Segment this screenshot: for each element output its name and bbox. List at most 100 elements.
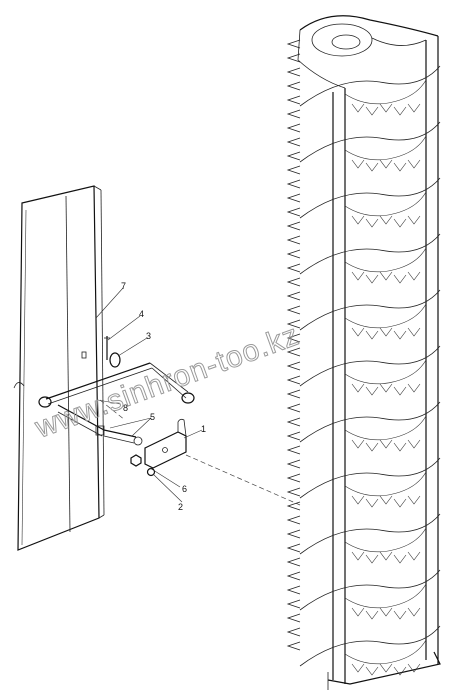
auger-turns: [299, 65, 441, 676]
side-panel: [13, 185, 105, 551]
flight-tooth: [407, 327, 421, 337]
flight-tooth: [379, 271, 393, 281]
flight-tooth: [351, 551, 365, 561]
edge-tooth: [286, 305, 301, 315]
flight-tooth: [379, 215, 393, 225]
edge-tooth: [286, 249, 301, 259]
flight-tooth: [351, 327, 365, 337]
edge-tooth: [286, 389, 301, 399]
edge-tooth: [286, 277, 301, 287]
flight-tooth: [351, 271, 365, 281]
flight-tooth: [407, 439, 421, 449]
edge-tooth: [286, 137, 301, 147]
flight-tooth: [365, 218, 379, 228]
auger-flight-inner: [344, 135, 427, 161]
edge-tooth: [286, 53, 301, 63]
edge-tooth: [286, 291, 301, 301]
flight-tooth: [351, 215, 365, 225]
flight-tooth: [393, 330, 407, 340]
auger-flight: [299, 625, 441, 667]
auger-flight-inner: [344, 639, 427, 665]
edge-tooth: [286, 347, 301, 357]
edge-tooth: [286, 39, 301, 49]
flight-tooth: [365, 666, 379, 676]
auger-flight-inner: [344, 247, 427, 273]
flight-tooth: [365, 554, 379, 564]
flight-tooth: [393, 498, 407, 508]
edge-tooth: [286, 179, 301, 189]
flight-tooth: [351, 439, 365, 449]
flight-tooth: [365, 386, 379, 396]
edge-tooth: [286, 123, 301, 133]
auger-flight: [299, 569, 441, 611]
flight-tooth: [351, 663, 365, 673]
edge-tooth: [286, 473, 301, 483]
flight-tooth: [407, 103, 421, 113]
flight-tooth: [365, 330, 379, 340]
callout-1: 1: [201, 424, 206, 434]
edge-tooth: [286, 627, 301, 637]
edge-tooth: [286, 263, 301, 273]
edge-tooth: [286, 95, 301, 105]
flight-tooth: [379, 607, 393, 617]
flight-tooth: [393, 386, 407, 396]
edge-tooth: [286, 459, 301, 469]
flight-tooth: [379, 103, 393, 113]
edge-tooth: [286, 81, 301, 91]
auger-flight: [299, 401, 441, 443]
edge-tooth: [286, 193, 301, 203]
edge-tooth: [286, 641, 301, 651]
edge-tooth: [286, 599, 301, 609]
edge-tooth: [286, 487, 301, 497]
edge-tooth: [286, 403, 301, 413]
auger-flight: [299, 233, 441, 275]
edge-tooth: [286, 235, 301, 245]
edge-tooth: [286, 515, 301, 525]
edge-tooth: [286, 585, 301, 595]
callout-6: 6: [182, 484, 187, 494]
callout-4: 4: [139, 309, 144, 319]
flight-tooth: [379, 327, 393, 337]
flight-tooth: [379, 663, 393, 673]
flight-tooth: [393, 610, 407, 620]
flight-tooth: [393, 554, 407, 564]
leader-lines: [95, 287, 203, 503]
flight-tooth: [379, 383, 393, 393]
edge-tooth: [286, 557, 301, 567]
edge-tooth: [286, 501, 301, 511]
edge-tooth: [286, 543, 301, 553]
flight-tooth: [393, 666, 407, 676]
auger-flight: [299, 289, 441, 331]
auger-flight: [299, 345, 441, 387]
edge-tooth: [286, 529, 301, 539]
flight-tooth: [379, 495, 393, 505]
flight-tooth: [393, 218, 407, 228]
flight-tooth: [407, 663, 421, 673]
edge-tooth: [286, 361, 301, 371]
auger-flight: [299, 457, 441, 499]
callout-labels: 7 4 3 8 5 1 6 2: [121, 281, 206, 512]
watermark-text: www.sinhron-too.kz: [30, 318, 304, 444]
flight-tooth: [351, 495, 365, 505]
callout-2: 2: [178, 502, 183, 512]
flight-tooth: [379, 439, 393, 449]
flight-tooth: [365, 274, 379, 284]
flight-tooth: [379, 159, 393, 169]
flight-tooth: [407, 383, 421, 393]
edge-tooth: [286, 221, 301, 231]
edge-tooth: [286, 67, 301, 77]
flight-tooth: [393, 162, 407, 172]
edge-tooth: [286, 109, 301, 119]
flight-tooth: [365, 106, 379, 116]
auger-flight: [299, 513, 441, 555]
flight-tooth: [365, 498, 379, 508]
edge-tooth: [286, 319, 301, 329]
edge-tooth: [286, 165, 301, 175]
edge-tooth: [286, 375, 301, 385]
flight-tooth: [351, 159, 365, 169]
auger-flight: [299, 121, 441, 163]
flight-tooth: [407, 551, 421, 561]
flight-tooth: [351, 103, 365, 113]
auger-flight-inner: [344, 527, 427, 553]
